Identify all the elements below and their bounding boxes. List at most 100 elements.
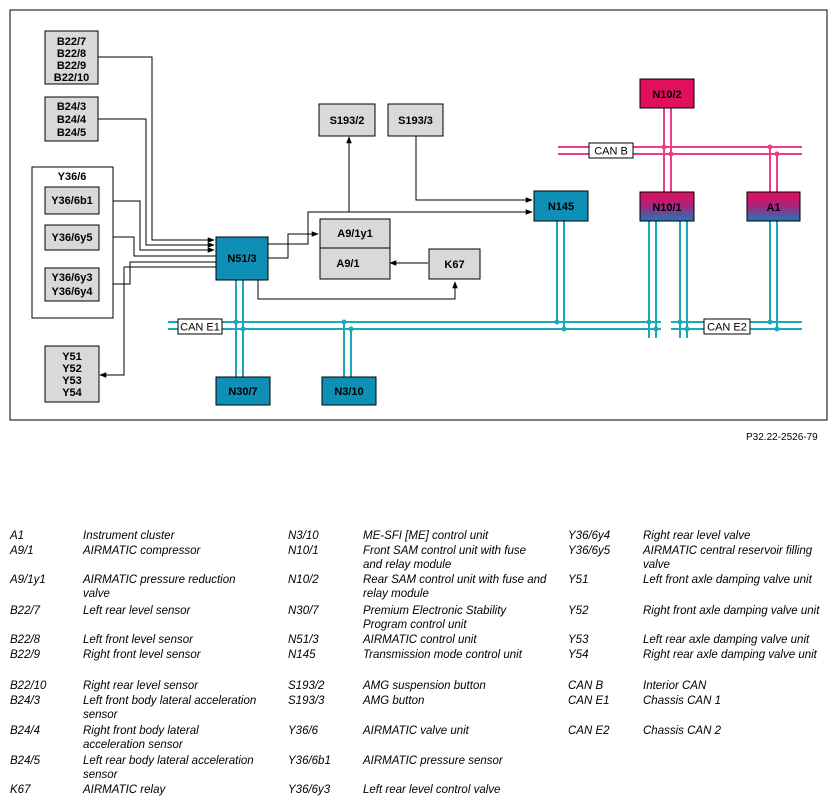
svg-text:Y53: Y53 [62,375,82,387]
can-e2-label: CAN E2 [703,318,751,335]
svg-text:N51/3: N51/3 [227,253,256,265]
legend-code: Y36/6b1 [288,755,331,767]
legend-description: AIRMATIC valve unit [363,725,469,737]
legend-description: Right rear axle damping valve unit [643,649,817,661]
svg-text:Y36/6b1: Y36/6b1 [51,195,93,207]
legend-code: B24/5 [10,755,41,767]
a9-1y1-box: A9/1y1 [319,218,391,249]
s193-3-box: S193/3 [387,103,444,137]
y51-y54-damping-valves: Y51 Y52 Y53 Y54 [44,345,100,403]
can-e-bus [168,221,802,377]
legend-code: Y53 [568,634,589,646]
legend-code: Y51 [568,574,589,586]
svg-text:Y36/6y5: Y36/6y5 [52,232,93,244]
legend-code: B22/7 [10,605,41,617]
legend-code: N10/2 [288,574,319,586]
legend-description: Left rear body lateral acceleration sens… [83,755,254,781]
svg-text:Y52: Y52 [62,363,82,375]
n10-2-box: N10/2 [639,78,695,109]
legend-code: B24/4 [10,725,41,737]
legend-code: B22/10 [10,680,47,692]
b22-sensor-group: B22/7 B22/8 B22/9 B22/10 [44,30,99,85]
legend-code: Y52 [568,605,589,617]
svg-text:K67: K67 [444,259,464,271]
svg-text:A9/1: A9/1 [336,258,359,270]
legend-description: AIRMATIC relay [83,784,166,796]
legend-code: N30/7 [288,605,319,617]
legend-description: Right front body lateral acceleration se… [83,725,199,751]
can-b-label: CAN B [588,142,634,159]
legend-code: Y36/6y4 [568,530,611,542]
b22-10-label: B22/10 [54,72,89,84]
svg-text:S193/2: S193/2 [330,115,365,127]
legend-description: AIRMATIC compressor [83,545,201,557]
legend-code: A1 [10,530,25,542]
legend-code: K67 [10,784,31,796]
legend-description: Right rear level valve [643,530,751,542]
svg-text:A1: A1 [766,202,780,214]
legend-description: Front SAM control unit with fuse and rel… [363,545,526,571]
svg-text:A9/1y1: A9/1y1 [337,228,372,240]
n145-box: N145 [533,190,589,222]
legend-description: Chassis CAN 1 [643,695,721,707]
airmatic-network-diagram: CAN B CAN E1 CAN E2 B22 [9,9,828,421]
a1-box: A1 [746,191,801,222]
legend-code: A9/1 [10,545,34,557]
svg-text:N3/10: N3/10 [334,386,363,398]
legend-code: S193/3 [288,695,325,707]
svg-text:N10/2: N10/2 [652,89,681,101]
b22-8-label: B22/8 [57,48,86,60]
svg-text:CAN E1: CAN E1 [180,322,220,334]
legend-description: Left front level sensor [83,634,193,646]
b22-7-label: B22/7 [57,36,86,48]
legend-description: Interior CAN [643,680,707,692]
legend-description: Left rear level sensor [83,605,191,617]
b24-3-label: B24/3 [57,101,86,113]
legend-code: N51/3 [288,634,319,646]
legend-description: Right rear level sensor [83,680,199,692]
legend-code: B22/9 [10,649,41,661]
legend-code: Y54 [568,649,589,661]
legend-code: S193/2 [288,680,325,692]
svg-text:N145: N145 [548,201,574,213]
svg-text:CAN B: CAN B [594,146,628,158]
legend-description: ME-SFI [ME] control unit [363,530,489,542]
legend-code: A9/1y1 [10,574,46,586]
legend-description: AIRMATIC central reservoir filling valve [643,545,813,571]
k67-box: K67 [428,248,481,280]
n30-7-box: N30/7 [215,376,271,406]
svg-text:Y36/6: Y36/6 [58,171,87,183]
legend-description: AIRMATIC pressure sensor [363,755,503,767]
svg-text:Y51: Y51 [62,351,82,363]
svg-text:Y36/6y3: Y36/6y3 [52,272,93,284]
legend-code: CAN E2 [568,725,610,737]
n3-10-box: N3/10 [321,376,377,406]
y36-6b1-box: Y36/6b1 [44,186,100,215]
legend-code: CAN E1 [568,695,610,707]
legend-code: N145 [288,649,316,661]
b24-sensor-group: B24/3 B24/4 B24/5 [44,96,99,142]
legend-description: AIRMATIC control unit [363,634,477,646]
legend-description: Left rear level control valve [363,784,501,796]
n10-1-box: N10/1 [639,191,695,222]
legend-code: N3/10 [288,530,319,542]
legend-code: CAN B [568,680,604,692]
legend-description: Premium Electronic Stability Program con… [363,605,507,631]
legend-description: Transmission mode control unit [363,649,522,661]
legend-code: B24/3 [10,695,41,707]
legend-description: Left front body lateral acceleration sen… [83,695,257,721]
n51-3-box: N51/3 [215,236,269,281]
legend-description: Left front axle damping valve unit [643,574,812,586]
legend-code: Y36/6y3 [288,784,331,796]
a9-1-box: A9/1 [319,247,391,280]
legend-description: AMG button [363,695,425,707]
legend-description: AIRMATIC pressure reduction valve [83,574,236,600]
legend-description: Right front axle damping valve unit [643,605,820,617]
legend-description: Instrument cluster [83,530,175,542]
s193-2-box: S193/2 [318,103,376,137]
signal-wires [98,56,533,378]
legend-code: Y36/6y5 [568,545,611,557]
b24-4-label: B24/4 [57,114,87,126]
svg-text:N30/7: N30/7 [228,386,257,398]
